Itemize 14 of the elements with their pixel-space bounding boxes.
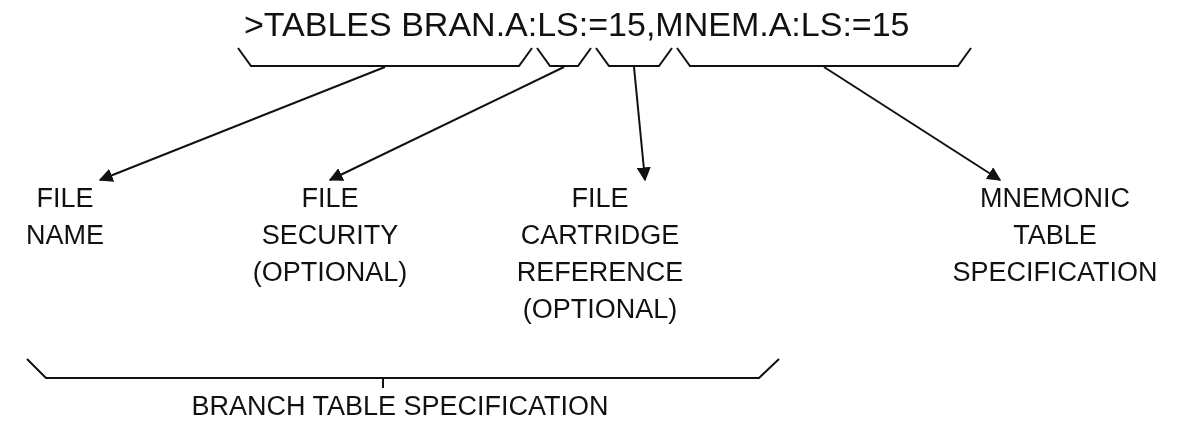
term-label: MNEMONIC TABLE SPECIFICATION bbox=[940, 180, 1170, 291]
arrow bbox=[633, 66, 651, 182]
term-label: FILE NAME bbox=[5, 180, 125, 254]
arrow bbox=[823, 66, 1002, 181]
term-label: FILE CARTRIDGE REFERENCE (OPTIONAL) bbox=[502, 180, 698, 328]
term-label: FILE SECURITY (OPTIONAL) bbox=[242, 180, 418, 291]
bracket bbox=[536, 47, 592, 67]
arrow bbox=[328, 66, 565, 181]
arrow bbox=[98, 66, 386, 182]
bracket bbox=[237, 47, 533, 67]
group-label: BRANCH TABLE SPECIFICATION bbox=[190, 390, 610, 423]
bracket bbox=[595, 47, 673, 67]
command-text: >TABLES BRAN.A:LS:=15,MNEM.A:LS:=15 bbox=[244, 4, 910, 44]
bracket bbox=[676, 47, 972, 67]
